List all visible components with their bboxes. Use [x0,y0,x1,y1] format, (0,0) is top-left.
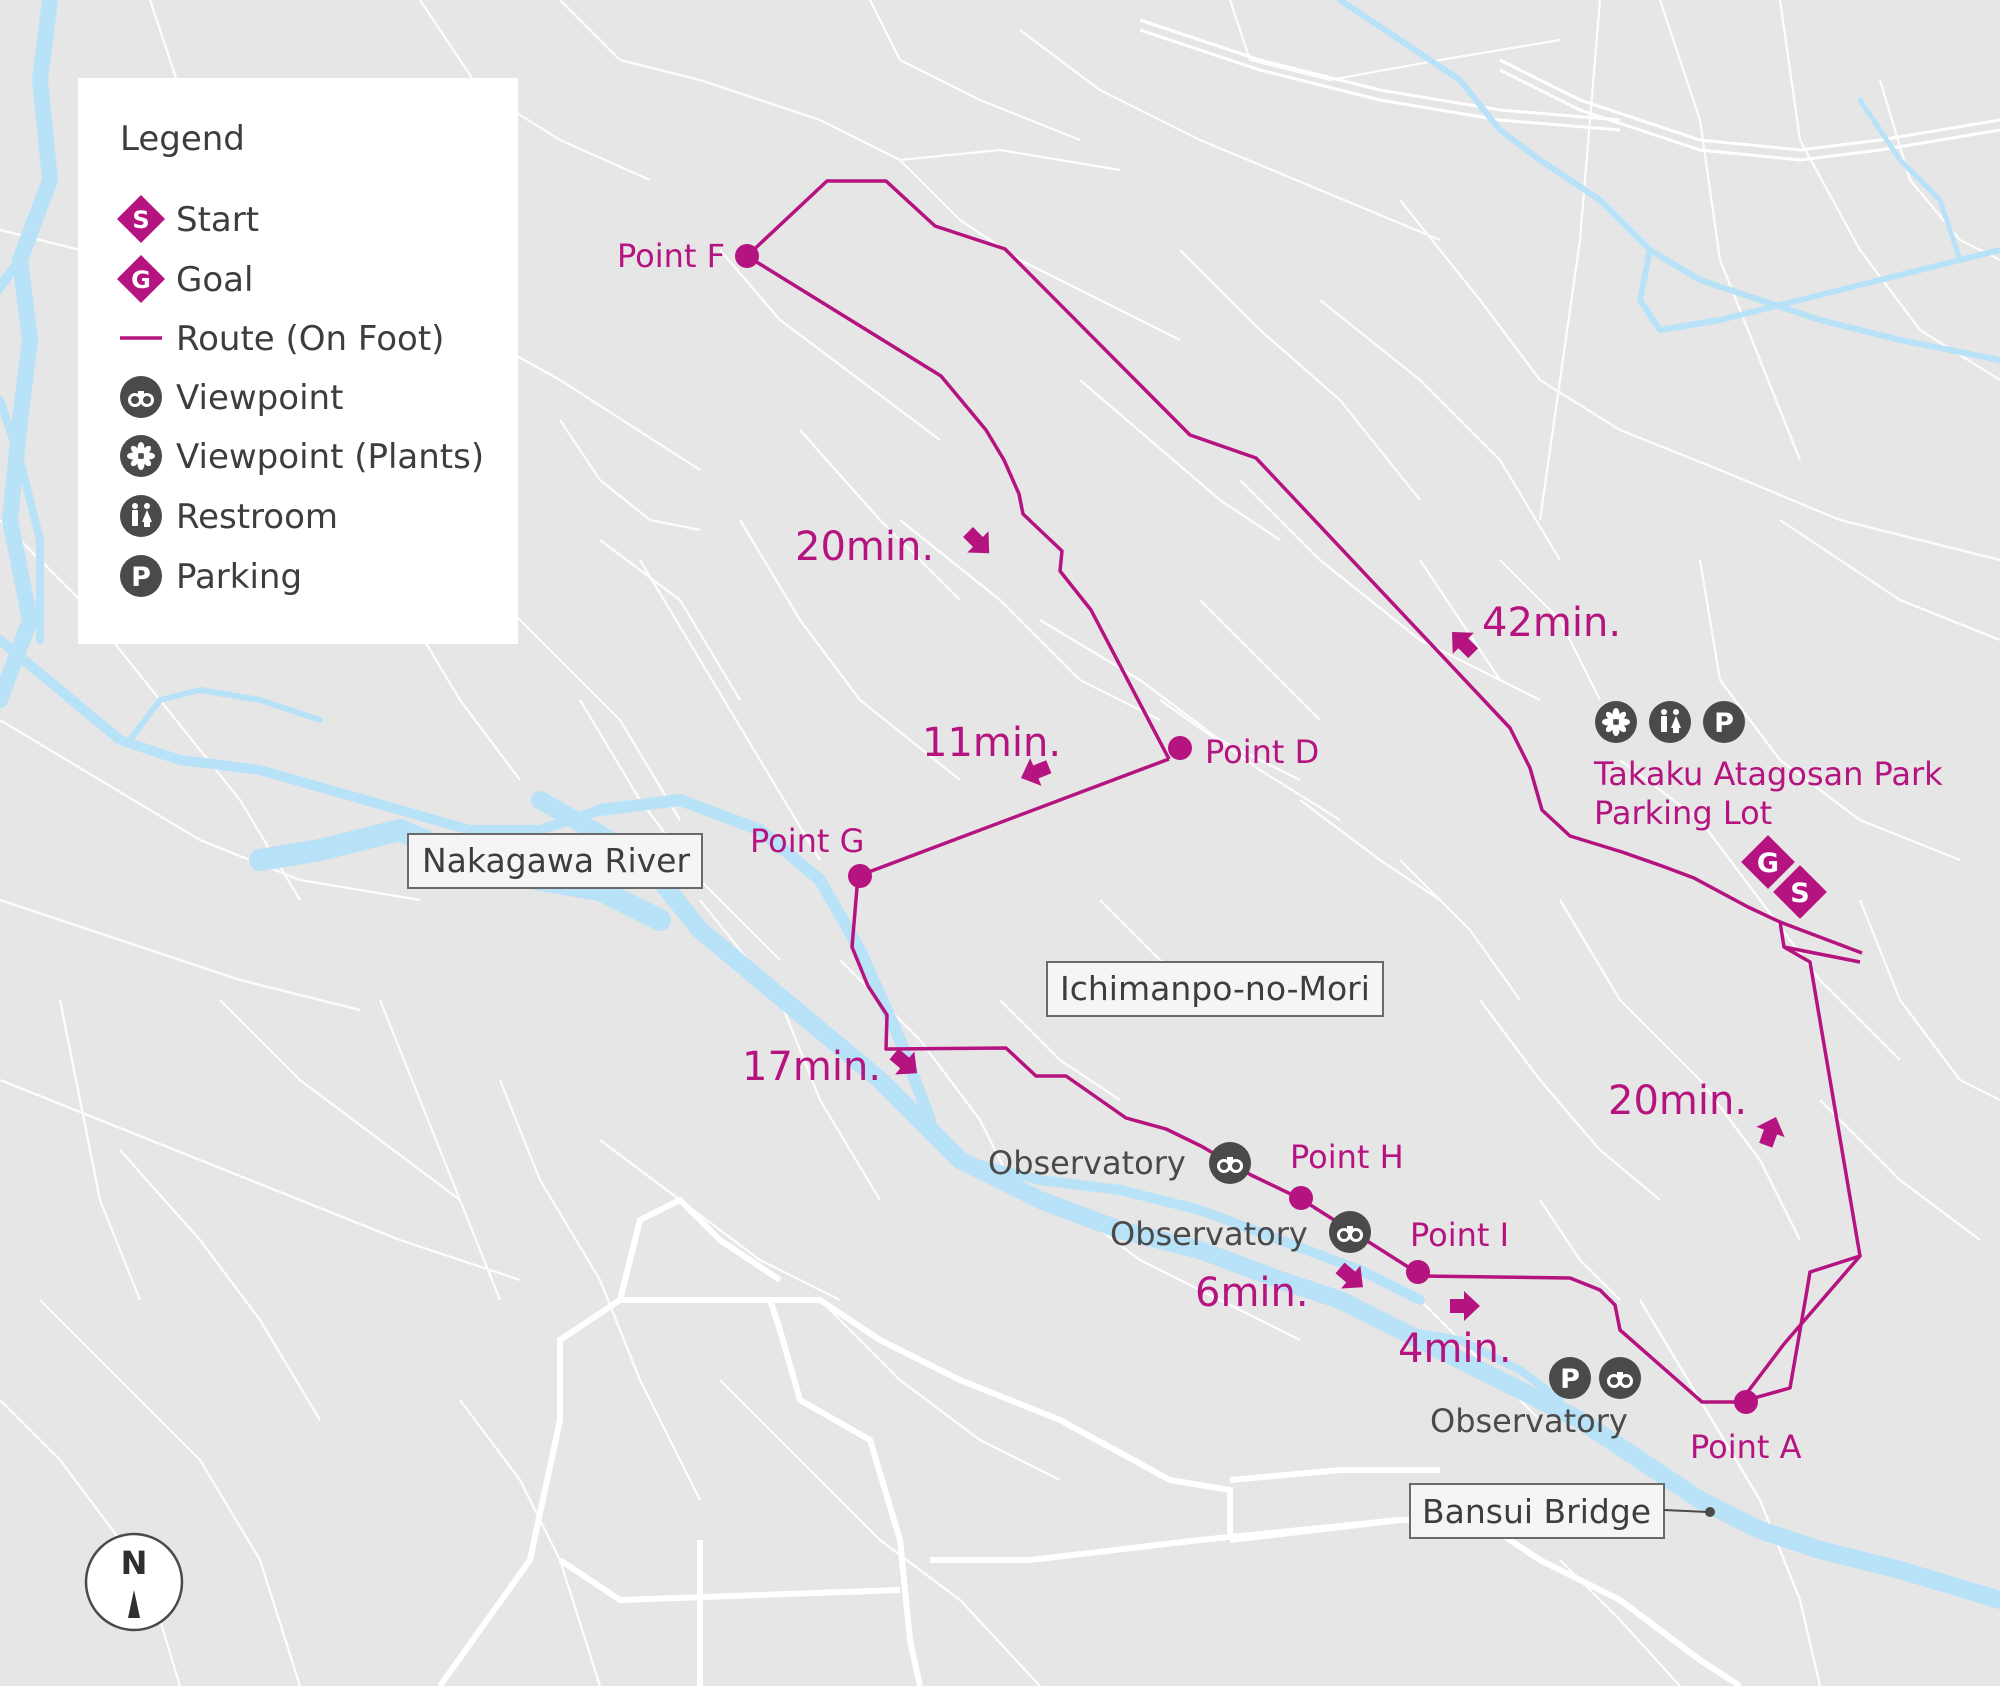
legend-item-viewpoint-plants: Viewpoint (Plants) [120,435,484,477]
point-h-marker[interactable] [1289,1186,1313,1210]
observatory-1: Observatory [988,1142,1251,1184]
start-letter: S [1790,878,1809,909]
parking-icon[interactable]: P [1703,701,1745,743]
legend-restroom-label: Restroom [176,497,338,537]
legend-item-goal: G Goal [116,254,253,304]
legend-parking-letter: P [131,562,151,593]
legend-item-viewpoint: Viewpoint [120,376,343,418]
point-g-label: Point G [750,822,864,860]
legend-item-route: Route (On Foot) [120,319,444,359]
start-marker-icon: S [116,194,166,244]
railway [1139,18,2000,162]
point-d-marker[interactable] [1168,736,1192,760]
bridge-label: Bansui Bridge [1422,1492,1651,1531]
time-h-to-i: 6min. [1195,1270,1309,1316]
legend-goal-letter: G [131,266,151,294]
legend-panel: Legend S Start G Goal Route (On Foot) [78,78,518,644]
time-g-to-h: 17min. [742,1044,881,1090]
time-a-to-park: 20min. [1608,1078,1747,1124]
parking-icon[interactable]: P [1549,1357,1591,1399]
segment-times: 20min. 11min. 17min. 6min. 4min. 20min. … [742,524,1747,1372]
flower-icon [120,435,162,477]
parking-letter: P [1560,1364,1580,1395]
compass-north-letter: N [121,1544,148,1582]
place-box-bridge: Bansui Bridge [1409,1483,1715,1539]
observatory-2-label: Observatory [1110,1215,1308,1253]
goal-marker-icon: G [116,254,166,304]
binoculars-icon[interactable] [1209,1142,1251,1184]
restroom-icon [120,495,162,537]
major-roads [437,1196,1742,1686]
legend-item-parking: P Parking [120,555,302,597]
place-box-river: Nakagawa River [407,833,703,889]
legend-title: Legend [120,119,245,159]
parking-letter: P [1714,708,1734,739]
restroom-icon[interactable] [1649,701,1691,743]
forest-label: Ichimanpo-no-Mori [1060,969,1370,1008]
observatory-1-label: Observatory [988,1144,1186,1182]
route-points [735,244,1758,1414]
north-arrow-icon [128,1590,140,1618]
parking-icon: P [120,555,162,597]
legend-goal-label: Goal [176,260,253,300]
time-park-to-f: 42min. [1482,600,1621,646]
legend-viewpoint-label: Viewpoint [176,378,343,418]
point-f-label: Point F [617,237,725,275]
point-a-marker[interactable] [1734,1390,1758,1414]
point-i-label: Point I [1410,1216,1509,1254]
legend-item-start: S Start [116,194,259,244]
legend-start-letter: S [132,206,149,234]
binoculars-icon[interactable] [1599,1357,1641,1399]
binoculars-icon [120,376,162,418]
legend-viewpoint-plants-label: Viewpoint (Plants) [176,437,484,477]
legend-route-label: Route (On Foot) [176,319,444,359]
point-h-label: Point H [1290,1138,1404,1176]
river-label: Nakagawa River [422,841,690,880]
legend-parking-label: Parking [176,557,302,597]
time-d-to-g: 11min. [922,720,1061,766]
time-i-to-a: 4min. [1398,1326,1512,1372]
legend-item-restroom: Restroom [120,495,338,537]
point-i-marker[interactable] [1406,1260,1430,1284]
observatory-3: P Observatory [1430,1357,1641,1440]
point-f-marker[interactable] [735,244,759,268]
binoculars-icon[interactable] [1329,1211,1371,1253]
place-box-forest: Ichimanpo-no-Mori [1046,961,1384,1017]
point-a-label: Point A [1690,1428,1802,1466]
time-f-to-d: 20min. [795,524,934,570]
flower-icon[interactable] [1595,701,1637,743]
observatory-2: Observatory [1110,1211,1371,1253]
park-name-line2: Parking Lot [1594,794,1772,832]
legend-start-label: Start [176,200,259,240]
point-labels: Point A Point D Point F Point G Point H … [617,237,1802,1466]
park-name-line1: Takaku Atagosan Park [1593,755,1943,793]
point-d-label: Point D [1205,733,1319,771]
point-g-marker[interactable] [848,864,872,888]
compass[interactable]: N [84,1532,184,1632]
observatory-3-label: Observatory [1430,1402,1628,1440]
goal-letter: G [1757,848,1779,879]
